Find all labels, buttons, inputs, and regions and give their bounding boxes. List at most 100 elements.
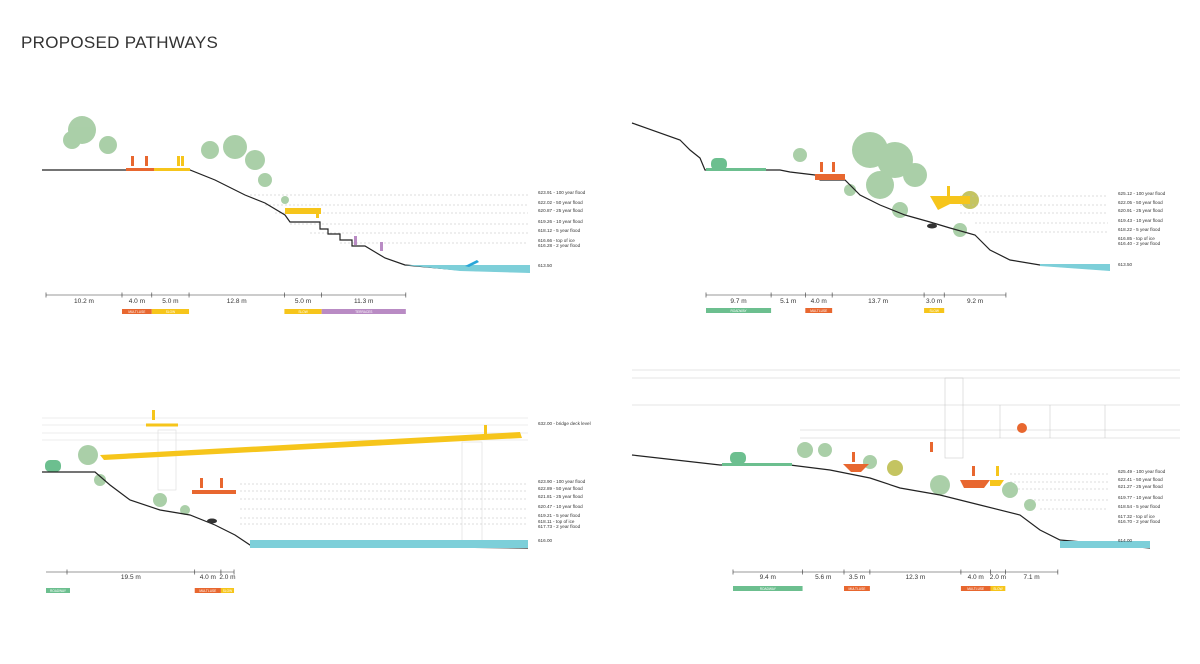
flood-level-label: 621.27 - 25 year flood xyxy=(1118,484,1163,489)
flood-level-label: 625.12 - 100 year flood xyxy=(1118,191,1166,196)
path-type-tag-roadway xyxy=(733,586,803,591)
flood-level-label: 632.00 - bridge deck level xyxy=(538,421,591,426)
flood-level-label: 619.77 - 10 year flood xyxy=(1118,495,1163,500)
dimension-label: 9.2 m xyxy=(967,298,983,305)
flood-level-label: 617.32 - top of ice xyxy=(1118,514,1155,519)
animal-icon xyxy=(927,223,937,229)
dimension-label: 5.0 m xyxy=(295,298,311,305)
bridge-structure xyxy=(632,369,1180,459)
dimension-label: 3.5 m xyxy=(849,574,865,581)
path-type-label: TERRACES xyxy=(355,310,372,314)
dimension-label: 12.8 m xyxy=(227,298,247,305)
terrain-line xyxy=(42,169,531,273)
path-type-tag-slow xyxy=(924,308,945,313)
dimension-label: 2.0 m xyxy=(219,574,235,581)
flood-level-label: 616.85 - top of ice xyxy=(1118,236,1155,241)
path-type-label: SLOW xyxy=(929,309,938,313)
flood-level-label: 616.66 - top of ice xyxy=(538,238,575,243)
path-type-tag-slow xyxy=(284,309,322,314)
section-3-drawing xyxy=(42,410,529,549)
flood-level-label: 620.47 - 10 year flood xyxy=(538,504,583,509)
multiuse-path xyxy=(126,168,154,171)
slow-bridge-ramp xyxy=(100,432,522,460)
path-type-tag-slow xyxy=(990,586,1006,591)
river-water xyxy=(405,265,530,273)
trees xyxy=(63,116,289,204)
flood-level-label: 623.90 - 100 year flood xyxy=(538,479,586,484)
dimension-label: 5.0 m xyxy=(162,298,178,305)
dimension-label: 13.7 m xyxy=(868,298,888,305)
path-type-label: MULTI-USE xyxy=(128,310,145,314)
path-type-label: SLOW xyxy=(223,589,232,593)
path-type-tag-multiuse xyxy=(960,586,991,591)
multiuse-deck xyxy=(192,490,236,494)
flood-level-label: 616.00 xyxy=(538,538,552,543)
flood-lines xyxy=(960,195,1108,233)
flood-level-label: 625.49 - 100 year flood xyxy=(1118,469,1166,474)
flood-level-label: 618.22 - 5 year flood xyxy=(1118,227,1161,232)
multiuse-deck-1 xyxy=(843,464,869,472)
path-type-tag-roadway xyxy=(706,308,772,313)
flood-level-label: 618.11 - top of ice xyxy=(538,519,575,524)
path-type-label: ROADWAY xyxy=(760,587,777,591)
flood-level-label: 616.28 - 2 year flood xyxy=(538,243,581,248)
trees xyxy=(797,442,1036,511)
dimension-label: 5.6 m xyxy=(815,574,831,581)
dimension-label: 7.1 m xyxy=(1023,574,1039,581)
trees xyxy=(793,132,967,237)
dimension-label: 10.2 m xyxy=(74,298,94,305)
path-type-label: MULTI-USE xyxy=(848,587,865,591)
path-type-label: ROADWAY xyxy=(50,589,67,593)
path-type-label: MULTI-USE xyxy=(967,587,984,591)
car-icon xyxy=(45,460,61,472)
section-1-drawing xyxy=(42,116,531,273)
trees xyxy=(78,445,190,515)
dimension-label: 4.0 m xyxy=(129,298,145,305)
path-type-label: SLOW xyxy=(166,310,175,314)
flood-level-label: 614.00 xyxy=(1118,538,1132,543)
dimension-label: 11.3 m xyxy=(354,298,373,305)
flood-level-label: 617.73 - 2 year flood xyxy=(538,524,581,529)
flood-lines xyxy=(1010,473,1108,510)
path-type-tag-multiuse xyxy=(194,588,221,593)
kayak-icon xyxy=(465,260,479,267)
flood-level-label: 616.40 - 2 year flood xyxy=(1118,241,1161,246)
dimension-label: 5.1 m xyxy=(780,298,796,305)
path-type-tag-multiuse xyxy=(805,308,833,313)
flood-lines xyxy=(250,194,528,244)
river-water xyxy=(250,540,528,548)
terrain-line xyxy=(42,471,529,549)
flood-level-label: 621.81 - 25 year flood xyxy=(538,494,583,499)
car-icon xyxy=(711,158,727,170)
flood-level-label: 618.12 - 5 year flood xyxy=(538,228,581,233)
path-type-tag-multiuse xyxy=(844,586,870,591)
path-type-tag-multiuse xyxy=(121,309,152,314)
dimension-label: 9.7 m xyxy=(730,298,746,305)
car-icon xyxy=(730,452,746,464)
flood-level-label: 620.87 - 25 year flood xyxy=(538,208,583,213)
path-type-label: MULTI-USE xyxy=(810,309,827,313)
section-4-drawing xyxy=(631,369,1180,549)
dimension-label: 12.3 m xyxy=(905,574,925,581)
page-title: PROPOSED PATHWAYS xyxy=(21,33,219,52)
path-type-label: SLOW xyxy=(298,310,307,314)
multiuse-deck xyxy=(815,174,845,180)
flood-level-label: 622.02 - 50 year flood xyxy=(538,200,583,205)
flood-level-label: 613.50 xyxy=(538,263,552,268)
dimension-label: 4.0 m xyxy=(968,574,984,581)
flood-level-label: 616.70 - 2 year flood xyxy=(1118,519,1161,524)
dimension-label: 9.4 m xyxy=(760,574,776,581)
slow-deck xyxy=(930,196,970,210)
flood-level-label: 622.05 - 50 year flood xyxy=(1118,200,1163,205)
flood-level-label: 622.41 - 50 year flood xyxy=(1118,477,1163,482)
animal-icon xyxy=(207,518,217,524)
path-type-tag-roadway xyxy=(46,588,70,593)
path-type-label: ROADWAY xyxy=(730,309,747,313)
path-type-tag-slow xyxy=(151,309,190,314)
roadway xyxy=(706,168,766,171)
flood-level-label: 619.26 - 10 year flood xyxy=(538,219,583,224)
flood-level-label: 622.89 - 50 year flood xyxy=(538,486,583,491)
flood-level-label: 619.43 - 10 year flood xyxy=(1118,218,1163,223)
